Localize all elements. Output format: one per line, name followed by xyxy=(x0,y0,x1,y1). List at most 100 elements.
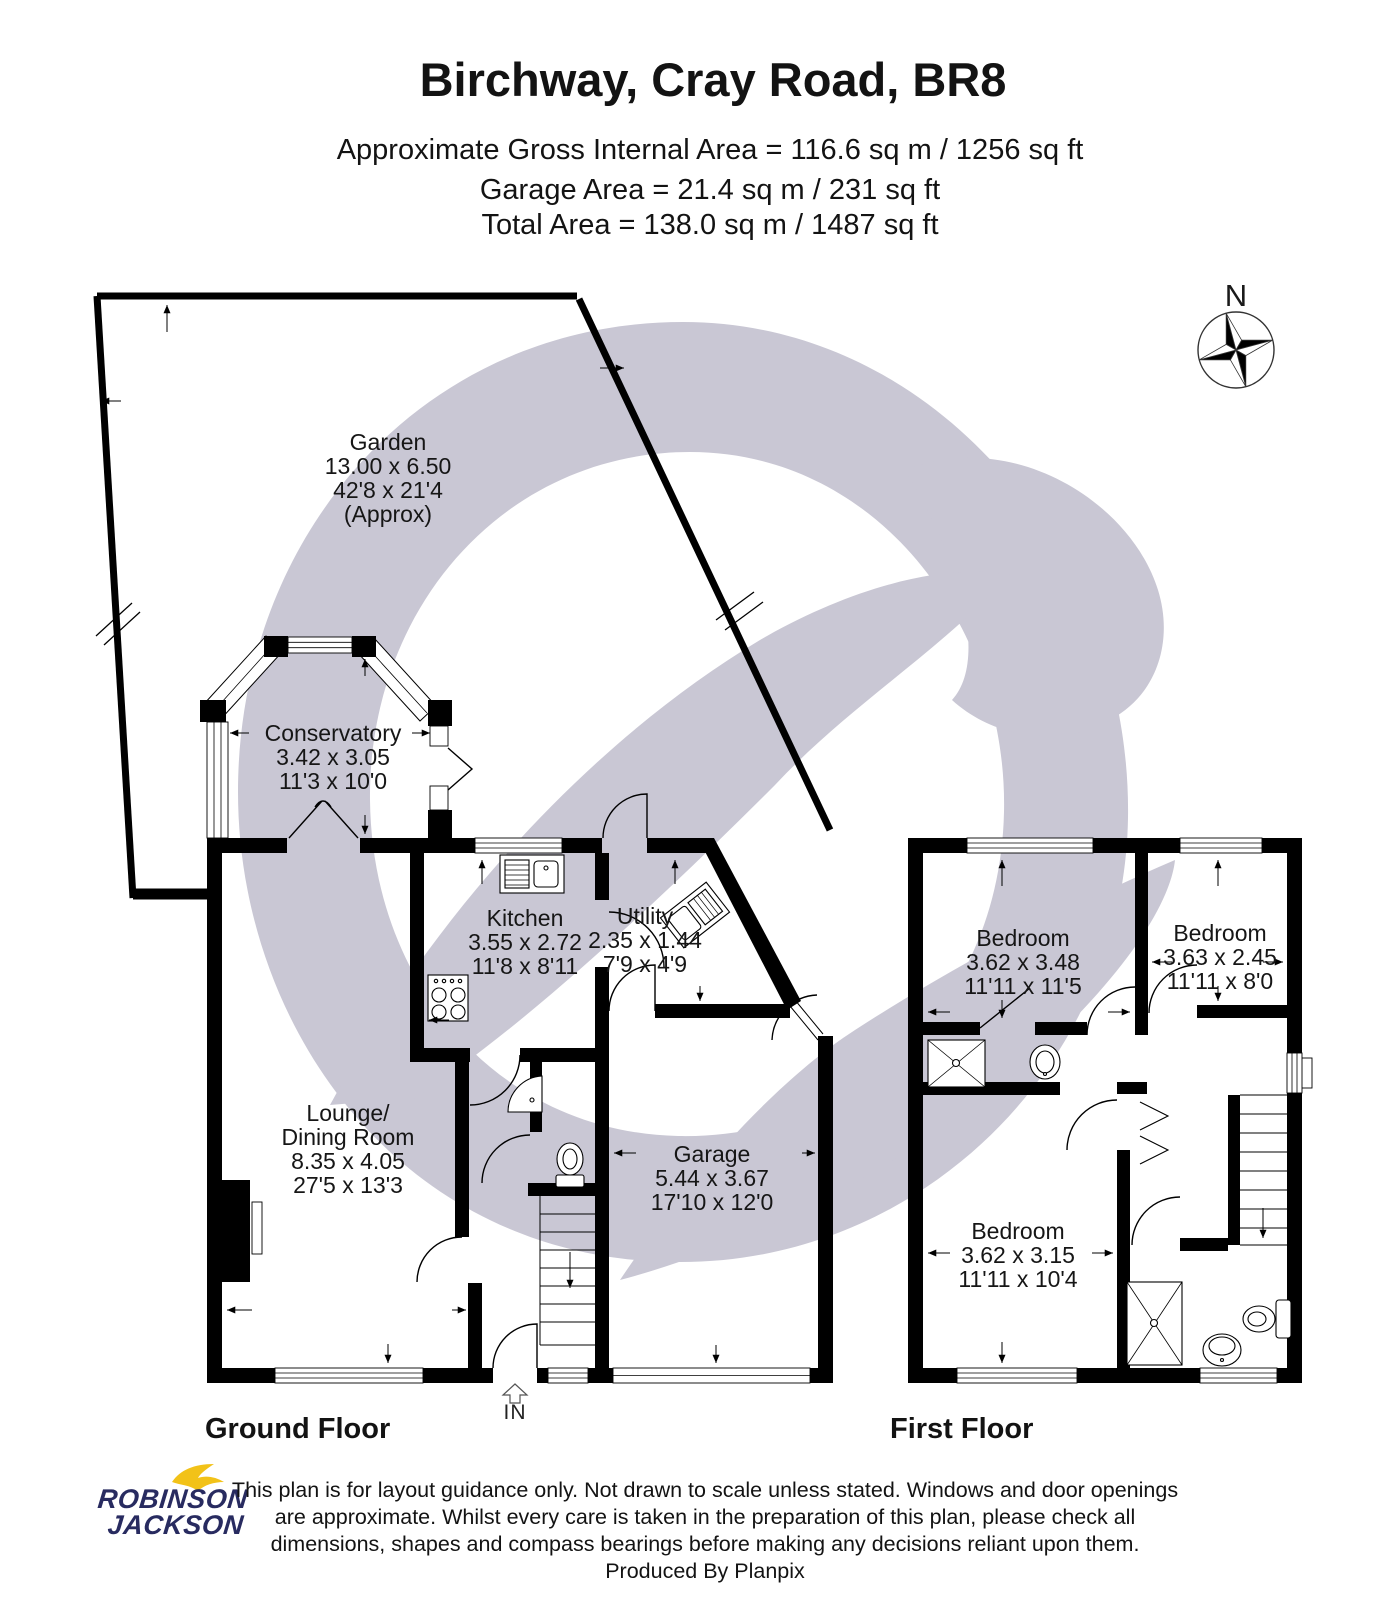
dimension-arrow xyxy=(998,860,1006,886)
cupboard-bifold-doors xyxy=(1139,1101,1170,1165)
basin-icon-bathroom xyxy=(1202,1333,1242,1367)
back-door xyxy=(602,793,648,839)
window-band xyxy=(274,1367,424,1384)
dimension-arrow xyxy=(227,1306,252,1314)
wc-door xyxy=(481,1134,531,1184)
front-door xyxy=(492,1323,538,1369)
disclaimer-line-2: are approximate. Whilst every care is ta… xyxy=(274,1505,1136,1529)
disclaimer-line-3: dimensions, shapes and compass bearings … xyxy=(270,1532,1140,1556)
area-line-1: Approximate Gross Internal Area = 116.6 … xyxy=(336,134,1084,166)
compass-north-label: N xyxy=(1224,278,1248,313)
disclaimer-line-4: Produced By Planpix xyxy=(605,1559,805,1583)
dimension-arrow xyxy=(163,305,171,332)
dimension-arrow xyxy=(600,364,624,372)
dimension-arrow xyxy=(361,815,369,834)
dimension-arrow xyxy=(452,1306,466,1314)
dimension-arrow xyxy=(802,1149,815,1157)
agency-logo: ROBINSON JACKSON xyxy=(96,1464,268,1540)
dimension-arrow xyxy=(478,860,486,884)
dimension-arrow xyxy=(928,1008,950,1016)
basin-icon-ensuite xyxy=(1029,1044,1061,1080)
stairs-first xyxy=(1240,1094,1287,1246)
dimension-arrow xyxy=(1214,986,1222,1001)
dimension-arrow xyxy=(614,1149,636,1157)
dimension-arrow xyxy=(566,1252,574,1288)
dimension-arrow xyxy=(230,729,249,737)
conservatory-bay xyxy=(200,635,474,838)
garage-door-opening xyxy=(612,1367,811,1384)
dimension-arrow xyxy=(361,659,369,676)
window-band xyxy=(1179,837,1263,854)
first-floor-walls xyxy=(908,838,1302,1383)
toilet-icon-bathroom xyxy=(1242,1299,1292,1339)
window-band xyxy=(1199,1367,1278,1384)
bathroom-door xyxy=(1131,1196,1181,1246)
chimney-recess xyxy=(251,1201,263,1255)
compass-icon xyxy=(1197,311,1275,389)
kitchen-utility-door xyxy=(608,911,665,968)
dimension-arrow xyxy=(384,1344,392,1363)
dimension-arrow xyxy=(928,1249,950,1257)
french-doors xyxy=(288,800,359,839)
window-band xyxy=(1286,1052,1303,1094)
page-title: Birchway, Cray Road, BR8 xyxy=(419,53,1007,106)
bedroom2-door xyxy=(1148,964,1198,1014)
wc-basin-icon xyxy=(507,1075,543,1113)
dimension-arrow xyxy=(1259,1208,1267,1238)
conservatory-open-door xyxy=(447,747,474,791)
kitchen-sink-icon xyxy=(499,854,565,894)
chimney-breast xyxy=(222,1180,250,1282)
dimension-arrow xyxy=(1092,1249,1113,1257)
shower-icon-ensuite xyxy=(927,1039,986,1088)
landing-door-1 xyxy=(1086,986,1136,1036)
logo-text-2: JACKSON xyxy=(106,1510,246,1540)
dimension-arrow xyxy=(1214,860,1222,886)
area-line-2: Garage Area = 21.4 sq m / 231 sq ft xyxy=(479,174,941,206)
dimension-arrow xyxy=(429,1016,449,1024)
fixtures xyxy=(427,854,1292,1367)
dimension-arrow xyxy=(712,1345,720,1363)
dimension-arrow xyxy=(998,1000,1006,1018)
hob-icon xyxy=(427,974,469,1022)
window-band xyxy=(966,837,1094,854)
entrance-arrow-icon xyxy=(501,1383,529,1404)
door-arcs xyxy=(288,793,1198,1369)
garage-side-door xyxy=(771,994,818,1041)
utility-sink-icon xyxy=(659,881,731,949)
first-floor-label: First Floor xyxy=(890,1413,1034,1445)
logo-bird-icon xyxy=(172,1464,224,1491)
boundary-break-marks xyxy=(95,591,764,646)
bedroom3-door xyxy=(1066,1099,1118,1151)
ground-floor-walls xyxy=(207,838,833,1383)
dimension-arrow xyxy=(1152,958,1172,966)
dimension-arrow xyxy=(671,860,679,884)
lounge-door xyxy=(416,1236,463,1283)
dimension-arrow xyxy=(101,397,121,405)
window-band xyxy=(206,721,229,839)
entrance-in-label: IN xyxy=(503,1401,527,1424)
dimension-arrow xyxy=(1108,1008,1130,1016)
window-band xyxy=(474,837,563,854)
shower-icon-bathroom xyxy=(1126,1281,1183,1366)
dimension-arrow xyxy=(412,729,430,737)
hall-opening-door xyxy=(469,1054,521,1106)
bedroom1-door xyxy=(979,987,1031,1029)
dimension-arrow xyxy=(1263,958,1283,966)
dimension-arrow xyxy=(998,1342,1006,1363)
window-band xyxy=(287,636,353,654)
disclaimer-line-1: This plan is for layout guidance only. N… xyxy=(231,1478,1179,1502)
utility-hall-door xyxy=(608,964,656,1012)
window-band xyxy=(547,1367,589,1384)
window-band xyxy=(956,1367,1078,1384)
ground-floor-label: Ground Floor xyxy=(205,1413,391,1445)
